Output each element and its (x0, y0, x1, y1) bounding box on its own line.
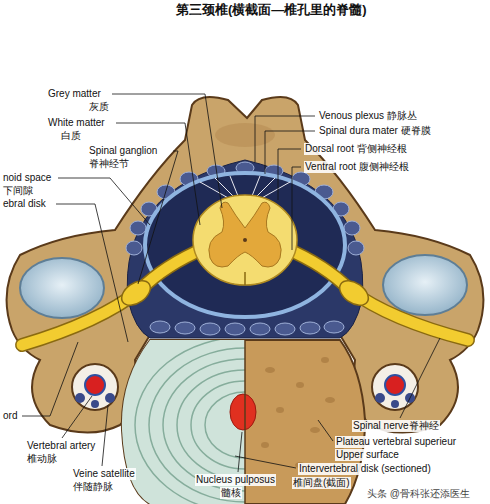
vein (130, 221, 146, 235)
part-label: 下间隙 (2, 185, 34, 197)
vein (126, 241, 142, 255)
spinal-nerve (22, 248, 205, 345)
satellite-vein (75, 393, 85, 403)
part-label: Nucleus pulposus (195, 474, 276, 486)
part-label: Venous plexus 静脉丛 (318, 110, 418, 122)
part-label: 椎间盘(截面) (292, 477, 351, 489)
figure-title: 第三颈椎(横截面—椎孔里的脊髓) (175, 3, 368, 18)
vein (324, 321, 344, 333)
leader-line (255, 116, 315, 162)
vein (150, 321, 170, 333)
transverse-foramen (372, 364, 418, 410)
spinal-nerve (285, 248, 468, 340)
leader-line (116, 123, 200, 225)
vein (250, 323, 270, 335)
vein (348, 241, 364, 255)
part-label: Veine satellite (72, 468, 136, 480)
leader-lines (22, 94, 440, 472)
spinal-nerve-outline (22, 248, 205, 345)
leader-line (62, 396, 92, 438)
leader-line (278, 149, 301, 200)
vertebral-artery (85, 375, 105, 395)
leader-line (102, 405, 108, 466)
grey-matter (209, 202, 281, 267)
part-label: ord (2, 410, 18, 422)
nucleus-pulposus (230, 394, 256, 430)
satellite-vein (375, 393, 385, 403)
leader-line (56, 204, 128, 342)
trabecula (321, 357, 329, 363)
vein (300, 322, 320, 334)
satellite-vein (105, 393, 115, 403)
part-label: Plateau vertebral superieur (335, 436, 457, 448)
leader-line (22, 342, 78, 416)
part-label: White matter (47, 117, 106, 129)
spinal-ganglion (117, 276, 155, 311)
leader-line (318, 420, 333, 441)
articular-facet (383, 255, 467, 315)
part-label: 椎动脉 (26, 453, 58, 465)
trabecula (261, 442, 269, 448)
central-canal (243, 238, 247, 242)
part-label: Dorsal root 背侧神经根 (304, 143, 408, 155)
part-label: Upper surface (335, 449, 400, 461)
part-label: Intervertebral disk (sectioned) (298, 463, 432, 475)
leader-line (292, 167, 301, 250)
part-label: 伴随静脉 (72, 481, 114, 493)
trabecula (276, 407, 284, 413)
bone-texture (215, 123, 275, 147)
leader-line (235, 456, 296, 468)
spongy-bone (261, 357, 344, 468)
annulus-ring (135, 337, 355, 504)
part-label: 白质 (60, 130, 82, 142)
part-label: noid space (2, 172, 52, 184)
part-label: 髓核 (220, 487, 242, 499)
satellite-vein (391, 400, 399, 408)
annulus-rings (135, 337, 355, 504)
trabecula (325, 397, 335, 403)
rootlet (200, 182, 230, 199)
leader-line (400, 338, 440, 418)
spinal-canal (127, 160, 362, 338)
vein (275, 323, 295, 335)
spinal-nerve-outline (285, 248, 468, 340)
rootlet (230, 176, 238, 196)
vein (200, 323, 220, 335)
spinal-cord (193, 195, 297, 285)
rootlet (256, 178, 275, 197)
part-label: 脊神经节 (88, 158, 130, 170)
part-label: Spinal nerve脊神经 (352, 420, 440, 432)
part-label: 灰质 (88, 101, 110, 113)
leader-line (238, 432, 242, 472)
vertebral-artery (385, 375, 405, 395)
median-fissure (244, 272, 246, 285)
transverse-foramen (72, 364, 118, 410)
part-label: ebral disk (2, 198, 47, 210)
rootlet (260, 182, 290, 199)
intervertebral-disk (100, 330, 355, 504)
rootlet (252, 176, 260, 196)
trabecula (296, 382, 304, 388)
part-label: Vertebral artery (26, 440, 96, 452)
part-label: Ventral root 腹侧神经根 (304, 161, 410, 173)
dura-mater (145, 173, 345, 317)
leader-line (58, 178, 150, 225)
articular-facet (20, 258, 104, 318)
part-label: Grey matter (47, 88, 102, 100)
venous-plexus (126, 162, 364, 335)
part-label: Spinal ganglion (88, 145, 158, 157)
trabecula (310, 427, 320, 433)
watermark: 头条 @骨科张还添医生 (366, 488, 471, 500)
vein (225, 323, 245, 335)
part-label: Spinal dura mater 硬脊膜 (318, 125, 432, 137)
vein (175, 322, 195, 334)
spinal-ganglion (335, 276, 373, 311)
vein (344, 221, 360, 235)
satellite-vein (91, 400, 99, 408)
trabecula (265, 367, 275, 373)
